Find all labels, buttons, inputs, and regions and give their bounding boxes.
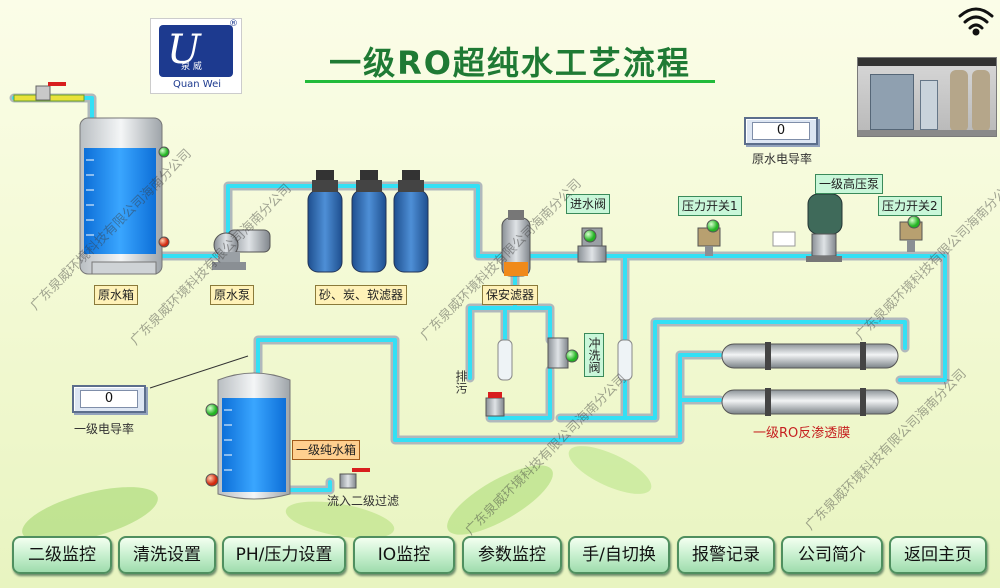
high-pressure-pump[interactable] — [806, 193, 843, 262]
conductivity-probe — [772, 231, 796, 247]
inlet-valve-label: 进水阀 — [566, 194, 611, 214]
pure-conductivity-display[interactable]: 0 — [72, 385, 146, 413]
inlet-pipe — [13, 82, 85, 102]
pure-conductivity-label: 一级电导率 — [74, 422, 135, 436]
pure-tank-label: 一级纯水箱 — [292, 440, 361, 460]
drain-label: 排污 — [454, 370, 468, 394]
logo-brand: 泉 威 — [181, 62, 202, 72]
hp-pump-label: 一级高压泵 — [815, 174, 884, 194]
title-underline — [305, 80, 715, 83]
nav-ph-pressure-settings-button[interactable]: PH/压力设置 — [222, 536, 346, 574]
pressure-switch-1-label: 压力开关1 — [678, 196, 742, 216]
pure-tank-low-level-indicator — [205, 473, 219, 487]
flush-valve[interactable] — [547, 337, 569, 369]
raw-tank-label: 原水箱 — [94, 285, 139, 305]
nav-manual-auto-switch-button[interactable]: 手/自切换 — [568, 536, 670, 574]
to-second-stage-label: 流入二级过滤 — [327, 494, 400, 508]
security-filter[interactable] — [501, 210, 531, 277]
drain-valve[interactable] — [485, 392, 505, 417]
raw-water-tank[interactable] — [79, 117, 163, 275]
media-filters[interactable] — [307, 170, 429, 273]
nav-cleaning-settings-button[interactable]: 清洗设置 — [118, 536, 216, 574]
flush-valve-indicator — [565, 349, 579, 363]
ro-membrane-label: 一级RO反渗透膜 — [753, 426, 851, 441]
nav-company-profile-button[interactable]: 公司简介 — [781, 536, 883, 574]
pure-water-tank[interactable] — [217, 372, 291, 500]
conductivity-callout-line — [149, 355, 249, 389]
pure-tank-high-level-indicator — [205, 403, 219, 417]
pressure-switch-2-label: 压力开关2 — [878, 196, 942, 216]
pure-conductivity-value: 0 — [80, 390, 138, 408]
page-title: 一级RO超纯水工艺流程 — [329, 44, 691, 82]
filters-label: 砂、炭、软滤器 — [315, 285, 408, 305]
nav-parameter-monitor-button[interactable]: 参数监控 — [462, 536, 562, 574]
inlet-valve-status-indicator — [583, 229, 597, 243]
pressure-switch-1-indicator — [706, 219, 720, 233]
raw-pump-label: 原水泵 — [210, 285, 255, 305]
raw-pump[interactable] — [212, 229, 271, 270]
company-logo: U ® 泉 威 Quan Wei — [150, 18, 242, 94]
nav-io-monitor-button[interactable]: IO监控 — [353, 536, 455, 574]
pressure-switch-2-indicator — [907, 215, 921, 229]
logo-text: Quan Wei — [172, 79, 222, 90]
nav-alarm-log-button[interactable]: 报警记录 — [677, 536, 775, 574]
leaf-decoration — [22, 446, 652, 543]
nav-home-button[interactable]: 返回主页 — [889, 536, 987, 574]
outlet-valve[interactable] — [339, 468, 370, 489]
raw-conductivity-value: 0 — [752, 122, 810, 140]
logo-registered-mark: ® — [229, 19, 238, 29]
flow-meters — [497, 339, 633, 381]
wifi-icon — [958, 7, 994, 36]
raw-conductivity-label: 原水电导率 — [752, 152, 813, 166]
ro-membranes[interactable] — [721, 342, 899, 416]
security-filter-label: 保安滤器 — [482, 285, 539, 305]
equipment-photo — [857, 57, 997, 137]
logo-mark: U — [159, 25, 233, 77]
raw-tank-low-level-indicator — [158, 236, 170, 248]
nav-second-stage-monitor-button[interactable]: 二级监控 — [12, 536, 112, 574]
raw-conductivity-display[interactable]: 0 — [744, 117, 818, 145]
flush-valve-label: 冲洗阀 — [584, 333, 604, 377]
raw-tank-high-level-indicator — [158, 146, 170, 158]
